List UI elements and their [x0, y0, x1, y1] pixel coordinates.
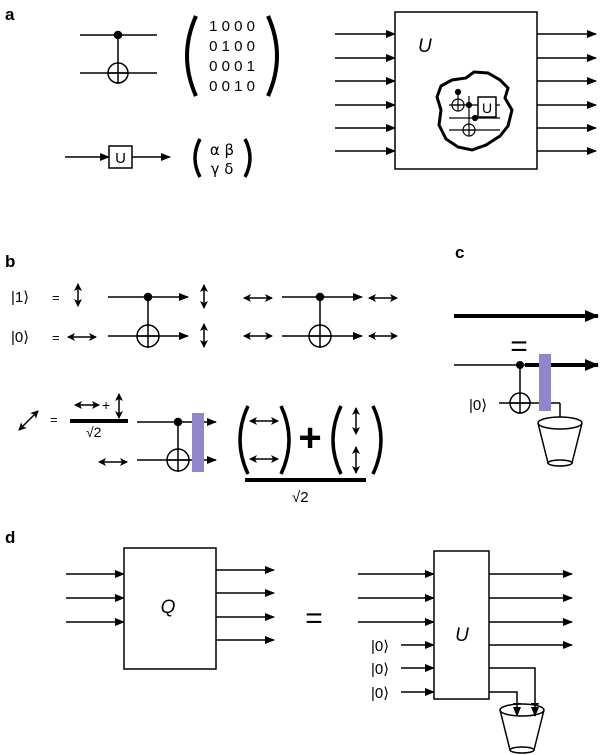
cnot-vertical-control — [108, 292, 189, 348]
panel-d-equals: = — [305, 602, 323, 635]
measurement-band-c — [539, 354, 551, 411]
inner-u-label: U — [482, 100, 492, 116]
multi-qubit-unitary-box: U U — [335, 11, 597, 170]
matrix-row-3: 0 0 0 1 — [209, 58, 255, 75]
eq-ket0: = — [52, 330, 60, 345]
single-qubit-gate: U — [65, 145, 171, 169]
eq-ket1: = — [52, 290, 60, 305]
dilated-unitary-box: |0⟩ |0⟩ |0⟩ U — [358, 550, 573, 754]
gate-u-label: U — [115, 150, 126, 167]
unitary-row-2: γ δ — [211, 160, 234, 178]
q-label: Q — [161, 597, 176, 618]
matrix-row-2: 0 1 0 0 — [209, 38, 255, 55]
bell-state-expression: + √2 — [238, 405, 383, 506]
bell-sqrt2: √2 — [292, 489, 309, 506]
cnot-copy-circuit — [454, 359, 599, 428]
cnot-matrix: 1 0 0 0 0 1 0 0 0 0 0 1 0 0 1 0 — [185, 15, 279, 97]
fraction-plus: + — [102, 397, 110, 413]
cnot-diagonal-control — [137, 417, 217, 472]
ancilla-ket0-3: |0⟩ — [371, 685, 389, 702]
trash-bucket-icon — [537, 416, 583, 467]
input-wires — [335, 30, 396, 155]
unitary-row-1: α β — [210, 141, 234, 159]
matrix-row-4: 0 0 1 0 — [209, 78, 255, 95]
cnot-horizontal-control — [282, 292, 363, 348]
cnot-gate — [80, 30, 157, 84]
unitary-2x2-matrix: α β γ δ — [193, 138, 252, 178]
fraction-sqrt2: √2 — [86, 424, 102, 440]
ket-0: |0⟩ — [11, 329, 29, 346]
ket-1: |1⟩ — [11, 289, 29, 306]
panel-label-b: b — [5, 252, 15, 271]
output-wires — [537, 30, 597, 155]
big-plus: + — [298, 416, 321, 460]
u-label-d: U — [455, 625, 469, 646]
ancilla-ket0-2: |0⟩ — [371, 661, 389, 678]
trash-bucket-icon-d — [499, 703, 545, 754]
panel-c-ket0: |0⟩ — [469, 397, 487, 414]
ancilla-ket0-1: |0⟩ — [371, 638, 389, 655]
matrix-row-1: 1 0 0 0 — [209, 18, 255, 35]
eq-diagonal: = — [50, 412, 58, 427]
nonunitary-q-box: Q — [66, 547, 275, 670]
measurement-band — [192, 413, 204, 472]
panel-label-a: a — [5, 5, 15, 24]
diagonal-polarization-icon — [18, 410, 39, 431]
inner-circuit — [449, 88, 500, 137]
panel-label-d: d — [5, 528, 15, 547]
panel-c-equals: = — [510, 330, 528, 363]
panel-label-c: c — [455, 243, 464, 262]
box-u-label: U — [418, 36, 432, 57]
